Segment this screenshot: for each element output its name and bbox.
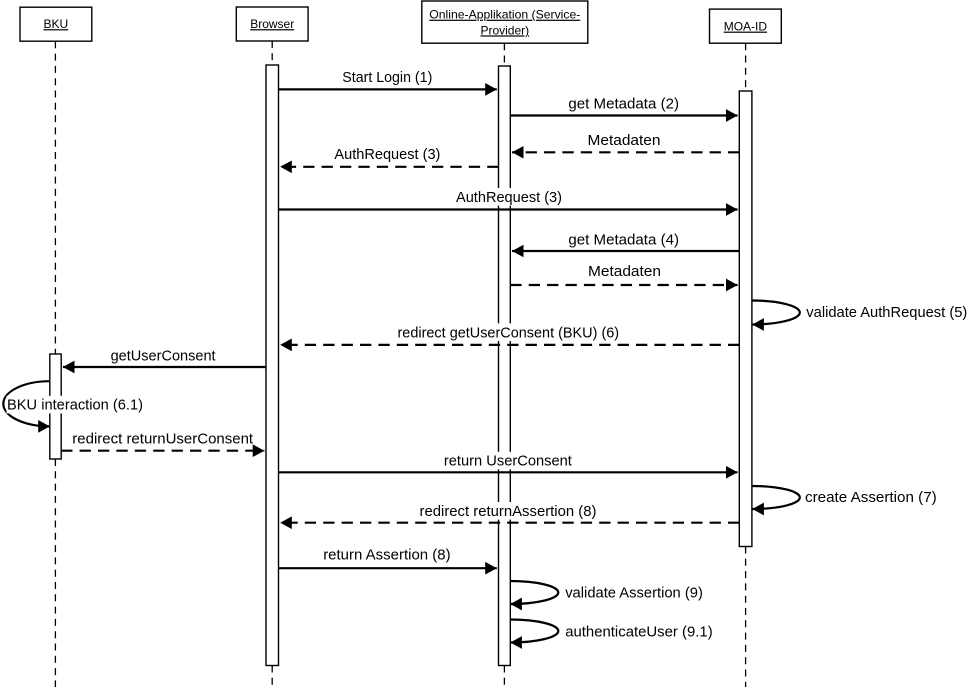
- svg-text:return UserConsent: return UserConsent: [444, 453, 573, 470]
- svg-text:BKU: BKU: [44, 17, 69, 31]
- svg-text:AuthRequest (3): AuthRequest (3): [334, 146, 440, 163]
- svg-text:Online-Applikation (Service-: Online-Applikation (Service-: [429, 8, 580, 22]
- svg-text:redirect getUserConsent (BKU): redirect getUserConsent (BKU) (6): [398, 324, 620, 341]
- svg-text:Start Login (1): Start Login (1): [342, 69, 432, 86]
- svg-text:redirect returnAssertion (8): redirect returnAssertion (8): [420, 503, 597, 520]
- svg-text:Provider): Provider): [480, 23, 529, 37]
- svg-text:return Assertion (8): return Assertion (8): [323, 547, 450, 564]
- svg-text:Metadaten: Metadaten: [588, 263, 661, 280]
- svg-text:get Metadata (2): get Metadata (2): [568, 95, 679, 112]
- svg-text:Metadaten: Metadaten: [588, 132, 661, 149]
- svg-text:Browser: Browser: [250, 17, 294, 31]
- svg-text:getUserConsent: getUserConsent: [111, 348, 217, 365]
- svg-text:create Assertion (7): create Assertion (7): [805, 489, 937, 506]
- svg-text:authenticateUser (9.1): authenticateUser (9.1): [565, 624, 713, 641]
- svg-text:BKU interaction (6.1): BKU interaction (6.1): [7, 397, 143, 414]
- svg-text:validate AuthRequest (5): validate AuthRequest (5): [806, 304, 967, 321]
- svg-text:MOA-ID: MOA-ID: [724, 20, 768, 34]
- svg-text:get Metadata (4): get Metadata (4): [568, 232, 679, 249]
- svg-text:redirect returnUserConsent: redirect returnUserConsent: [72, 431, 254, 448]
- svg-text:AuthRequest (3): AuthRequest (3): [456, 189, 562, 206]
- svg-text:validate Assertion (9): validate Assertion (9): [565, 585, 703, 602]
